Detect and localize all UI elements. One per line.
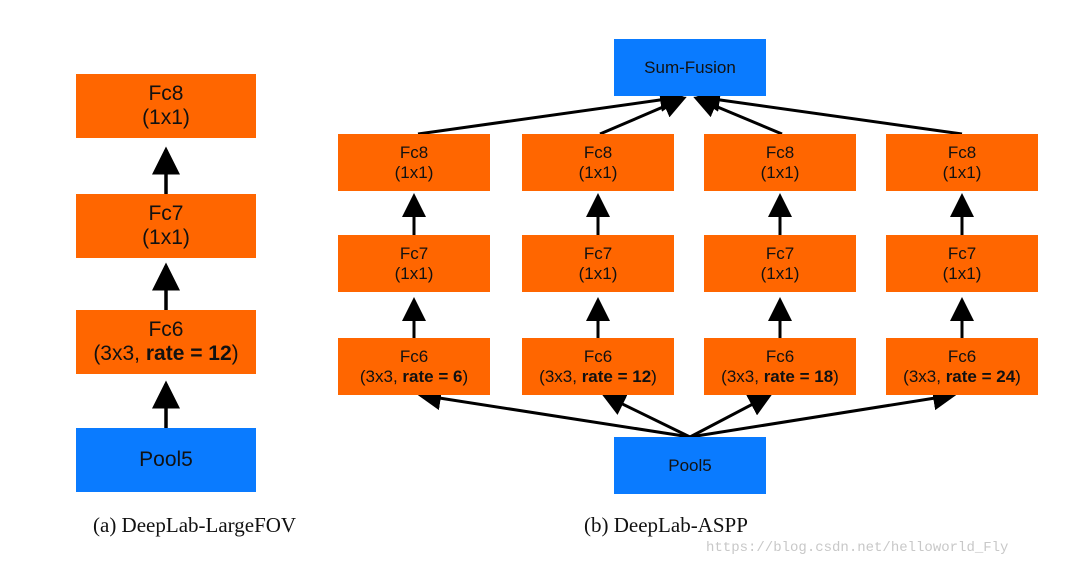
branch2-fc8-box: Fc8 (1x1) — [522, 134, 674, 191]
branch4-fc7-label: Fc7 — [947, 243, 977, 263]
left-pool5-label: Pool5 — [139, 447, 193, 471]
watermark: https://blog.csdn.net/helloworld_Fly — [706, 540, 1009, 556]
branch4-fc8-label: Fc8 — [947, 142, 977, 162]
branch3-fc7-size: (1x1) — [760, 263, 800, 283]
right-pool5-box: Pool5 — [614, 437, 766, 494]
branch2-fc7-label: Fc7 — [583, 243, 613, 263]
branch2-fc7-box: Fc7 (1x1) — [522, 235, 674, 292]
right-caption: (b) DeepLab-ASPP — [584, 513, 748, 537]
left-fc8-label: Fc8 — [148, 81, 184, 105]
arrow-pool5-branch4 — [689, 386, 957, 439]
left-fc6-box: Fc6 (3x3, rate = 12) — [76, 310, 256, 374]
branch3-fc6-box: Fc6 (3x3, rate = 18) — [704, 338, 856, 395]
sum-fusion-box: Sum-Fusion — [614, 39, 766, 96]
branch4-fc7-size: (1x1) — [942, 263, 982, 283]
branch4-fc6-label: Fc6 — [947, 346, 977, 366]
branch4-fc7-box: Fc7 (1x1) — [886, 235, 1038, 292]
left-fc7-box: Fc7 (1x1) — [76, 194, 256, 258]
branch3-fc8-box: Fc8 (1x1) — [704, 134, 856, 191]
branch1-fc7-box: Fc7 (1x1) — [338, 235, 490, 292]
left-fc6-params: (3x3, rate = 12) — [93, 342, 239, 365]
left-fc7-label: Fc7 — [148, 201, 184, 225]
branch1-fc7-size: (1x1) — [394, 263, 434, 283]
branch4-fc8-size: (1x1) — [942, 162, 982, 182]
branch3-fc6-params: (3x3, rate = 18) — [721, 366, 839, 386]
left-caption: (a) DeepLab-LargeFOV — [93, 513, 297, 537]
left-fc6-label: Fc6 — [148, 317, 184, 341]
branch1-fc8-box: Fc8 (1x1) — [338, 134, 490, 191]
left-fc7-size: (1x1) — [142, 226, 190, 249]
branch1-fc6-label: Fc6 — [399, 346, 429, 366]
branch2-fc7-size: (1x1) — [578, 263, 618, 283]
right-pool5-label: Pool5 — [668, 455, 712, 475]
left-fc8-box: Fc8 (1x1) — [76, 74, 256, 138]
branch4-fc6-params: (3x3, rate = 24) — [903, 366, 1021, 386]
arrow-branch2-sum — [599, 95, 687, 136]
branch1-fc8-size: (1x1) — [394, 162, 434, 182]
arrow-pool5-branch1 — [417, 386, 691, 439]
branch3-fc7-box: Fc7 (1x1) — [704, 235, 856, 292]
branch1-fc6-params: (3x3, rate = 6) — [359, 366, 469, 386]
branch3-fc6-label: Fc6 — [765, 346, 795, 366]
branch2-fc8-size: (1x1) — [578, 162, 618, 182]
branch2-fc6-params: (3x3, rate = 12) — [539, 366, 657, 386]
branch4-fc6-box: Fc6 (3x3, rate = 24) — [886, 338, 1038, 395]
branch3-fc7-label: Fc7 — [765, 243, 795, 263]
branch1-fc8-label: Fc8 — [399, 142, 429, 162]
branch3-fc8-size: (1x1) — [760, 162, 800, 182]
branch2-fc8-label: Fc8 — [583, 142, 613, 162]
left-pool5-box: Pool5 — [76, 428, 256, 492]
branch2-fc6-label: Fc6 — [583, 346, 613, 366]
arrow-pool5-branch2 — [601, 393, 691, 439]
branch4-fc8-box: Fc8 (1x1) — [886, 134, 1038, 191]
sum-fusion-label: Sum-Fusion — [644, 57, 736, 77]
branch1-fc7-label: Fc7 — [399, 243, 429, 263]
branch1-fc6-box: Fc6 (3x3, rate = 6) — [338, 338, 490, 395]
arrow-branch1-sum — [417, 88, 684, 136]
left-fc8-size: (1x1) — [142, 106, 190, 129]
branch3-fc8-label: Fc8 — [765, 142, 795, 162]
branch2-fc6-box: Fc6 (3x3, rate = 12) — [522, 338, 674, 395]
arrow-pool5-branch3 — [689, 393, 773, 439]
arrow-branch4-sum — [696, 88, 963, 136]
